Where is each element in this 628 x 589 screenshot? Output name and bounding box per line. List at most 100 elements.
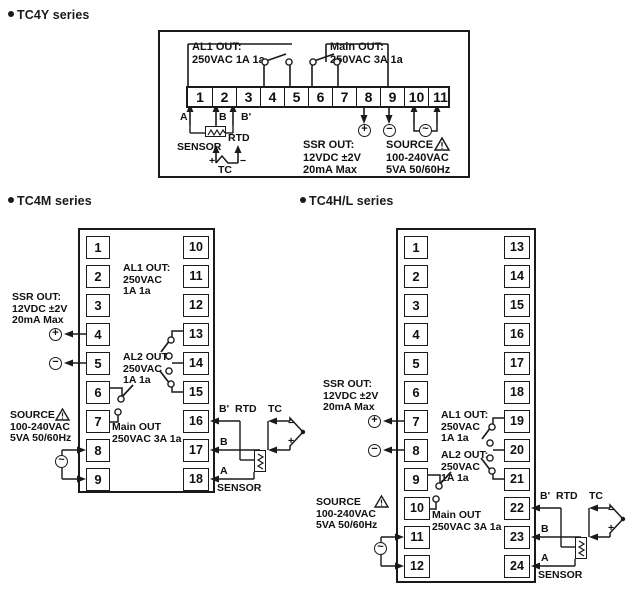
tc4m-terminal-7[interactable]: 7 <box>86 410 110 433</box>
tc4hl-terminal-8[interactable]: 8 <box>404 439 428 462</box>
tc4hl-terminal-20[interactable]: 20 <box>504 439 530 462</box>
tc4y-terminal-5[interactable]: 5 <box>284 88 308 106</box>
tc4y-label-rtd: RTD <box>228 132 250 144</box>
tc4m-terminal-14[interactable]: 14 <box>183 352 209 375</box>
tc4m-terminal-12[interactable]: 12 <box>183 294 209 317</box>
tc4hl-terminal-18[interactable]: 18 <box>504 381 530 404</box>
section-title-tc4y: TC4Y series <box>8 8 89 22</box>
tc4y-label-b: B <box>219 111 227 123</box>
tc4hl-label-bprime: B' <box>540 490 551 502</box>
tc4m-terminal-1[interactable]: 1 <box>86 236 110 259</box>
tc4m-terminal-10[interactable]: 10 <box>183 236 209 259</box>
tc4m-terminal-8[interactable]: 8 <box>86 439 110 462</box>
tc4m-label-b: B <box>220 436 228 448</box>
tc4y-terminal-11[interactable]: 11 <box>428 88 452 106</box>
tc4m-ssr-minus-terminal[interactable]: − <box>49 357 62 370</box>
tc4hl-terminal-16[interactable]: 16 <box>504 323 530 346</box>
tc4m-label-a: A <box>220 465 228 477</box>
bullet-icon <box>8 11 14 17</box>
tc4y-terminal-8[interactable]: 8 <box>356 88 380 106</box>
tc4m-terminal-16[interactable]: 16 <box>183 410 209 433</box>
tc4y-rtd-symbol <box>205 126 226 137</box>
tc4hl-source-ac-symbol: ~ <box>374 542 387 555</box>
tc4m-warning-triangle-icon <box>54 407 71 421</box>
tc4m-terminal-9[interactable]: 9 <box>86 468 110 491</box>
tc4m-terminal-2[interactable]: 2 <box>86 265 110 288</box>
tc4y-terminal-6[interactable]: 6 <box>308 88 332 106</box>
tc4hl-terminal-1[interactable]: 1 <box>404 236 428 259</box>
tc4hl-terminal-11[interactable]: 11 <box>404 526 430 549</box>
tc4hl-terminal-15[interactable]: 15 <box>504 294 530 317</box>
tc4y-terminal-1[interactable]: 1 <box>196 89 204 105</box>
tc4m-label-bprime: B' <box>219 403 230 415</box>
tc4hl-al2-out-label: AL2 OUT: 250VAC 1A 1a <box>441 449 489 484</box>
tc4m-terminal-17[interactable]: 17 <box>183 439 209 462</box>
tc4hl-ssr-out-label: SSR OUT: 12VDC ±2V 20mA Max <box>323 378 379 413</box>
tc4hl-ssr-minus-terminal[interactable]: − <box>368 444 381 457</box>
tc4y-terminal-7[interactable]: 7 <box>332 88 356 106</box>
tc4y-ssr-minus-terminal[interactable]: − <box>383 124 396 137</box>
tc4hl-label-sensor: SENSOR <box>538 569 583 581</box>
tc4m-al2-out-label: AL2 OUT: 250VAC 1A 1a <box>123 351 171 386</box>
tc4hl-terminal-7[interactable]: 7 <box>404 410 428 433</box>
tc4m-label-tc-plus: + <box>288 435 295 447</box>
tc4m-label-sensor: SENSOR <box>217 482 262 494</box>
tc4hl-terminal-6[interactable]: 6 <box>404 381 428 404</box>
tc4y-label-bprime: B' <box>241 111 252 123</box>
tc4m-terminal-18[interactable]: 18 <box>183 468 209 491</box>
tc4hl-terminal-10[interactable]: 10 <box>404 497 430 520</box>
tc4y-terminal-strip: 1 2 3 4 5 6 7 8 9 10 11 <box>186 86 450 108</box>
tc4y-label-a: A <box>180 111 188 123</box>
tc4hl-terminal-4[interactable]: 4 <box>404 323 428 346</box>
tc4m-main-out-label: Main OUT 250VAC 3A 1a <box>112 421 182 445</box>
tc4y-terminal-2[interactable]: 2 <box>212 88 236 106</box>
tc4hl-terminal-9[interactable]: 9 <box>404 468 428 491</box>
tc4m-al1-out-label: AL1 OUT: 250VAC 1A 1a <box>123 262 171 297</box>
tc4hl-terminal-12[interactable]: 12 <box>404 555 430 578</box>
tc4m-terminal-3[interactable]: 3 <box>86 294 110 317</box>
tc4hl-terminal-5[interactable]: 5 <box>404 352 428 375</box>
tc4hl-main-out-label: Main OUT 250VAC 3A 1a <box>432 509 502 533</box>
tc4y-source-label: SOURCE 100-240VAC 5VA 50/60Hz <box>386 139 451 176</box>
tc4hl-ssr-plus-terminal[interactable]: + <box>368 415 381 428</box>
section-title-tc4hl: TC4H/L series <box>300 194 393 208</box>
tc4y-label-sensor: SENSOR <box>177 141 222 153</box>
tc4hl-terminal-24[interactable]: 24 <box>504 555 530 578</box>
tc4m-terminal-15[interactable]: 15 <box>183 381 209 404</box>
tc4y-terminal-10[interactable]: 10 <box>404 88 428 106</box>
tc4m-label-tc-minus: − <box>288 417 295 429</box>
tc4y-ssr-plus-terminal[interactable]: + <box>358 124 371 137</box>
tc4hl-terminal-21[interactable]: 21 <box>504 468 530 491</box>
tc4m-ssr-out-label: SSR OUT: 12VDC ±2V 20mA Max <box>12 291 68 326</box>
tc4hl-terminal-13[interactable]: 13 <box>504 236 530 259</box>
tc4hl-terminal-14[interactable]: 14 <box>504 265 530 288</box>
tc4m-source-ac-symbol: ~ <box>55 455 68 468</box>
tc4m-terminal-13[interactable]: 13 <box>183 323 209 346</box>
tc4hl-label-b: B <box>541 523 549 535</box>
tc4m-terminal-4[interactable]: 4 <box>86 323 110 346</box>
tc4m-terminal-11[interactable]: 11 <box>183 265 209 288</box>
tc4y-terminal-9[interactable]: 9 <box>380 88 404 106</box>
tc4y-terminal-3[interactable]: 3 <box>236 88 260 106</box>
tc4y-label-tc-plus: + <box>209 155 216 167</box>
bullet-icon <box>300 197 306 203</box>
tc4m-label-tc: TC <box>268 403 282 415</box>
tc4y-switch-wiring <box>186 43 441 164</box>
tc4hl-terminal-19[interactable]: 19 <box>504 410 530 433</box>
tc4m-ssr-plus-terminal[interactable]: + <box>49 328 62 341</box>
tc4y-terminal-4[interactable]: 4 <box>260 88 284 106</box>
tc4hl-terminal-3[interactable]: 3 <box>404 294 428 317</box>
tc4hl-terminal-17[interactable]: 17 <box>504 352 530 375</box>
tc4hl-warning-triangle-icon <box>373 494 390 508</box>
tc4hl-label-tc: TC <box>589 490 603 502</box>
tc4hl-terminal-23[interactable]: 23 <box>504 526 530 549</box>
tc4m-terminal-5[interactable]: 5 <box>86 352 110 375</box>
tc4hl-terminal-22[interactable]: 22 <box>504 497 530 520</box>
section-title-tc4m: TC4M series <box>8 194 92 208</box>
tc4hl-terminal-2[interactable]: 2 <box>404 265 428 288</box>
tc4hl-source-label: SOURCE 100-240VAC 5VA 50/60Hz <box>316 496 378 531</box>
tc4hl-label-tc-plus: + <box>608 522 615 534</box>
tc4m-terminal-6[interactable]: 6 <box>86 381 110 404</box>
